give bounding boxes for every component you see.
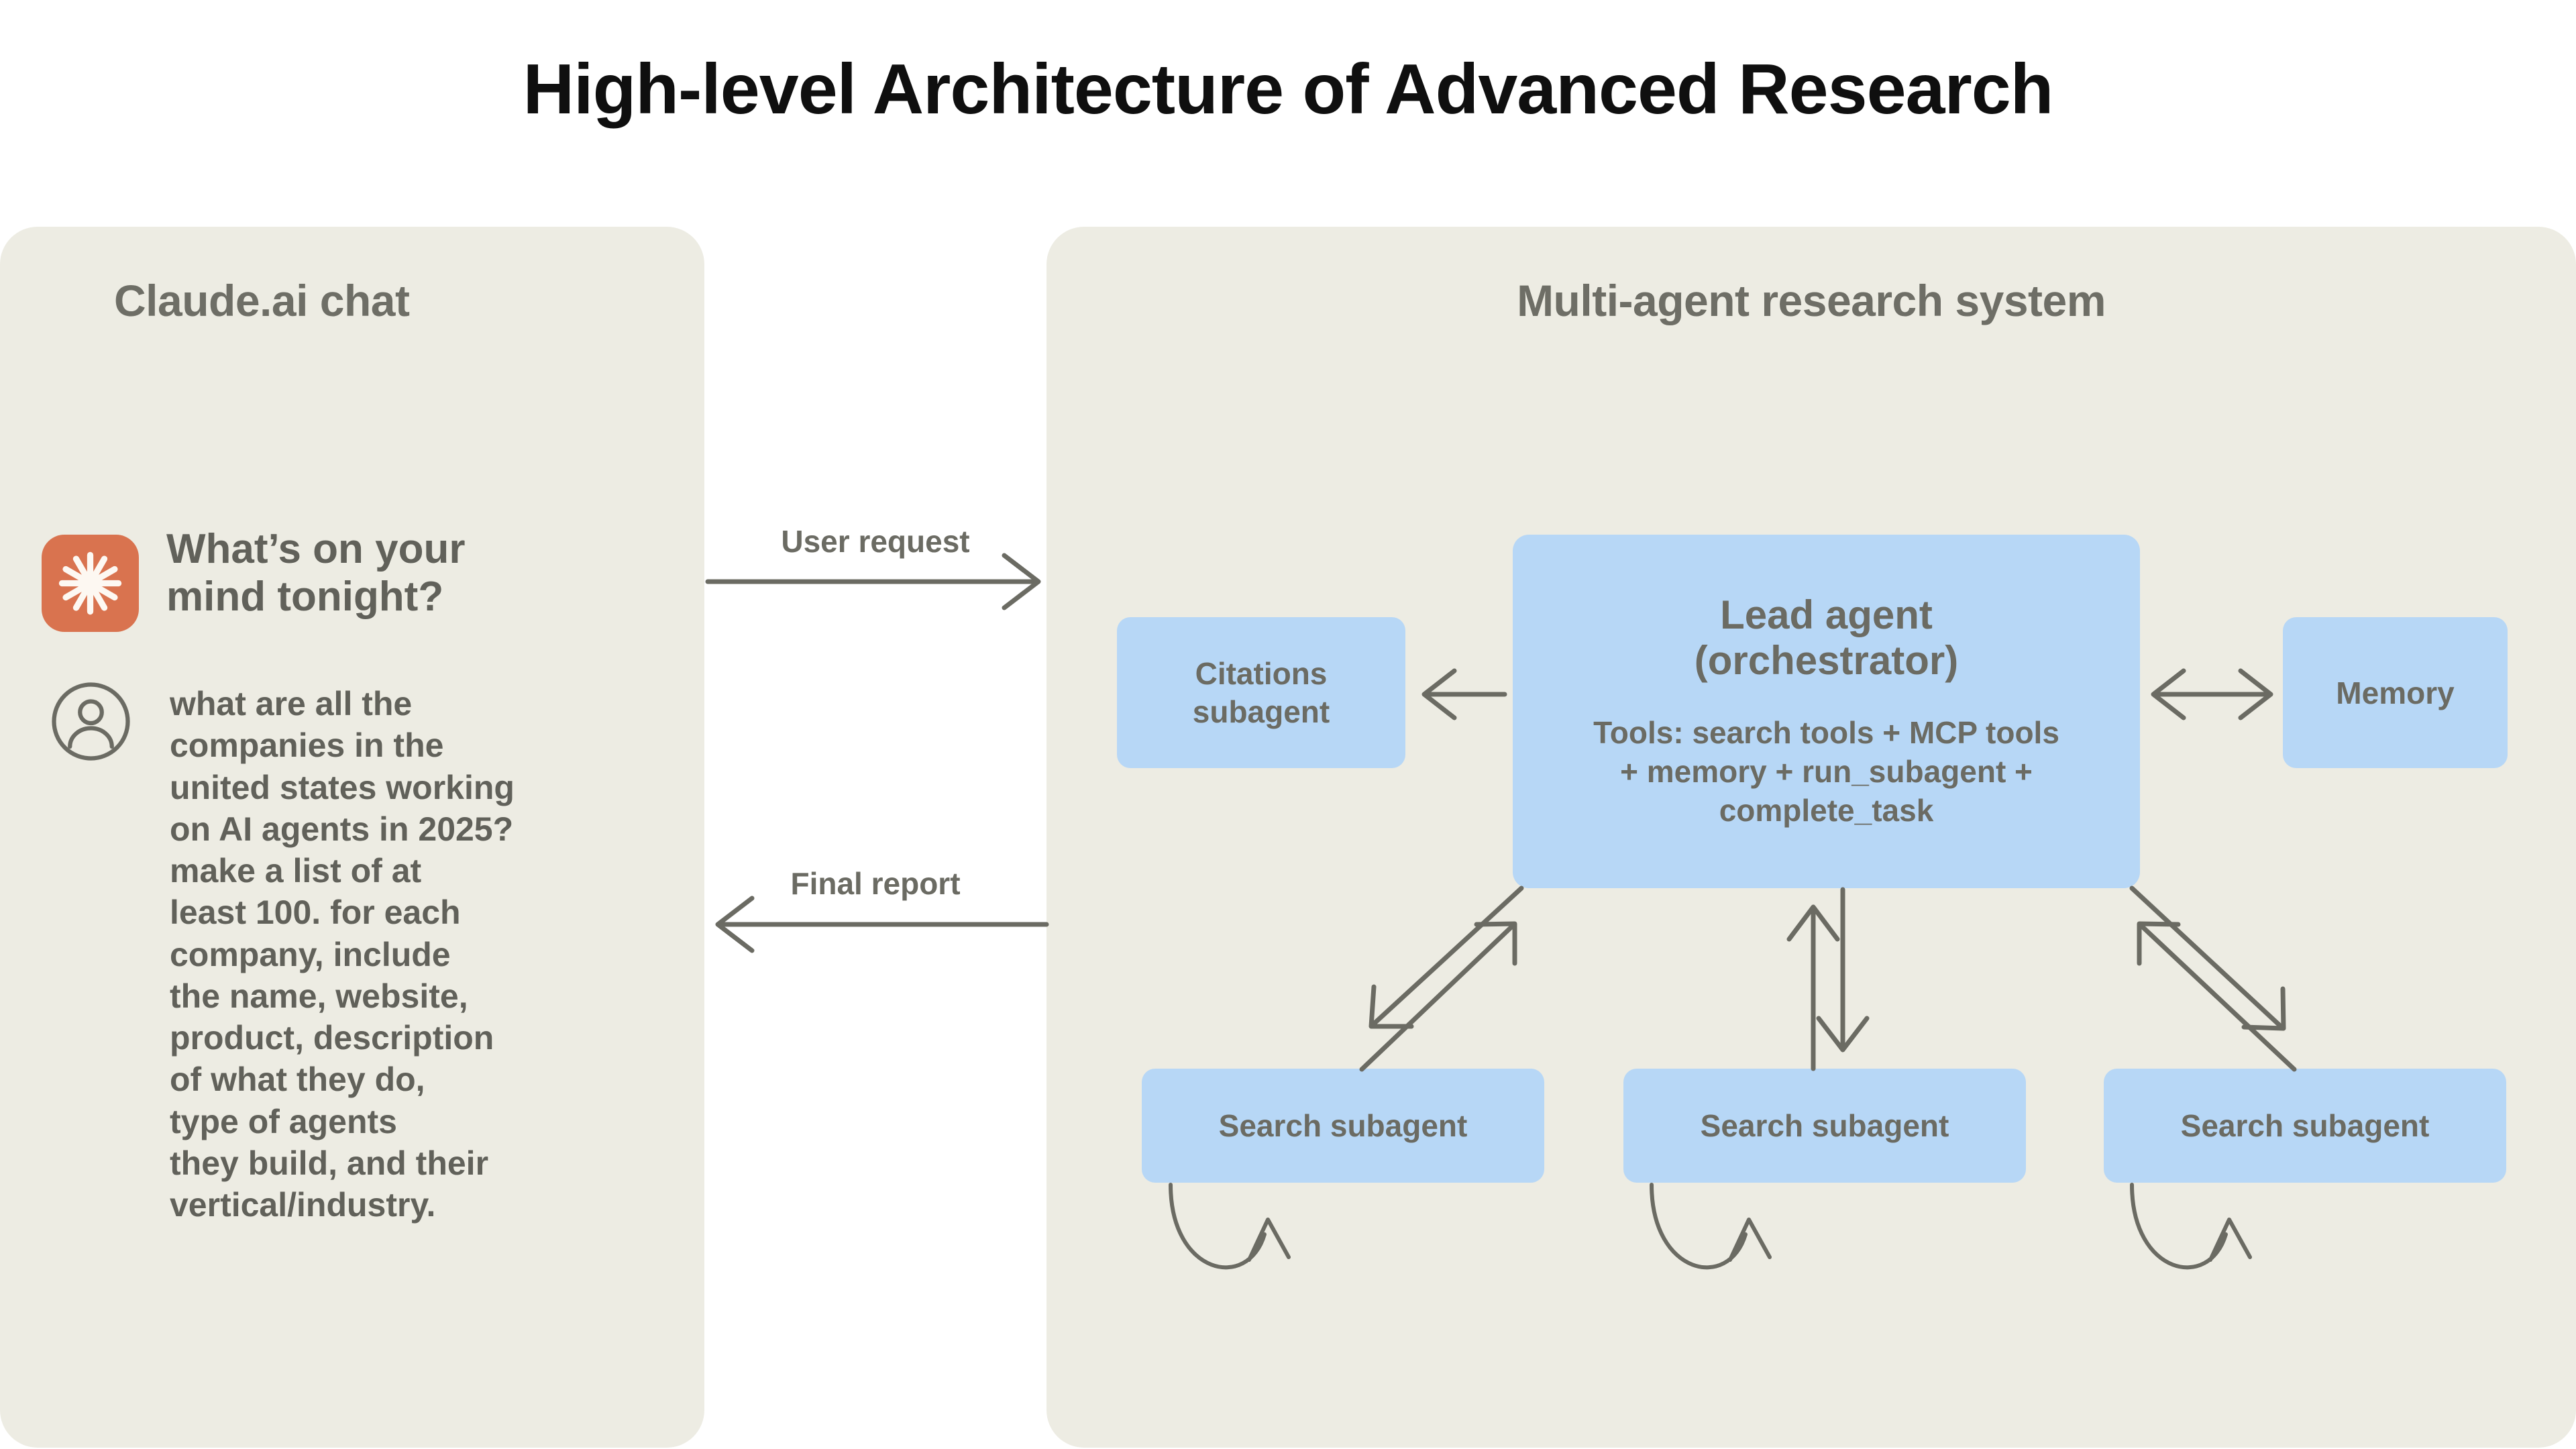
panel-claude-chat: Claude.ai chat [0, 227, 704, 1448]
node-memory[interactable]: Memory [2283, 617, 2508, 768]
lead-agent-tools: Tools: search tools + MCP tools + memory… [1593, 714, 2059, 828]
node-search-subagent-2[interactable]: Search subagent [1623, 1069, 2026, 1183]
user-prompt-text: what are all the companies in the united… [170, 685, 515, 1224]
lead-agent-title: Lead agent (orchestrator) [1694, 592, 1959, 683]
arrow-final-report [715, 896, 1049, 953]
node-search-subagent-1[interactable]: Search subagent [1142, 1069, 1544, 1183]
label-user-request: User request [781, 524, 970, 559]
user-avatar-icon [49, 680, 133, 763]
node-lead-agent[interactable]: Lead agent (orchestrator) Tools: search … [1513, 535, 2140, 888]
panel-chat-title: Claude.ai chat [114, 276, 410, 325]
node-search-subagent-3[interactable]: Search subagent [2104, 1069, 2506, 1183]
page-title: High-level Architecture of Advanced Rese… [523, 50, 2054, 129]
panel-system-title: Multi-agent research system [1517, 276, 2106, 325]
node-citations-subagent[interactable]: Citations subagent [1117, 617, 1405, 768]
chat-greeting: What’s on your mind tonight? [166, 526, 466, 621]
arrow-user-request [705, 553, 1041, 610]
label-final-report: Final report [790, 866, 961, 901]
claude-burst-icon [42, 535, 139, 632]
